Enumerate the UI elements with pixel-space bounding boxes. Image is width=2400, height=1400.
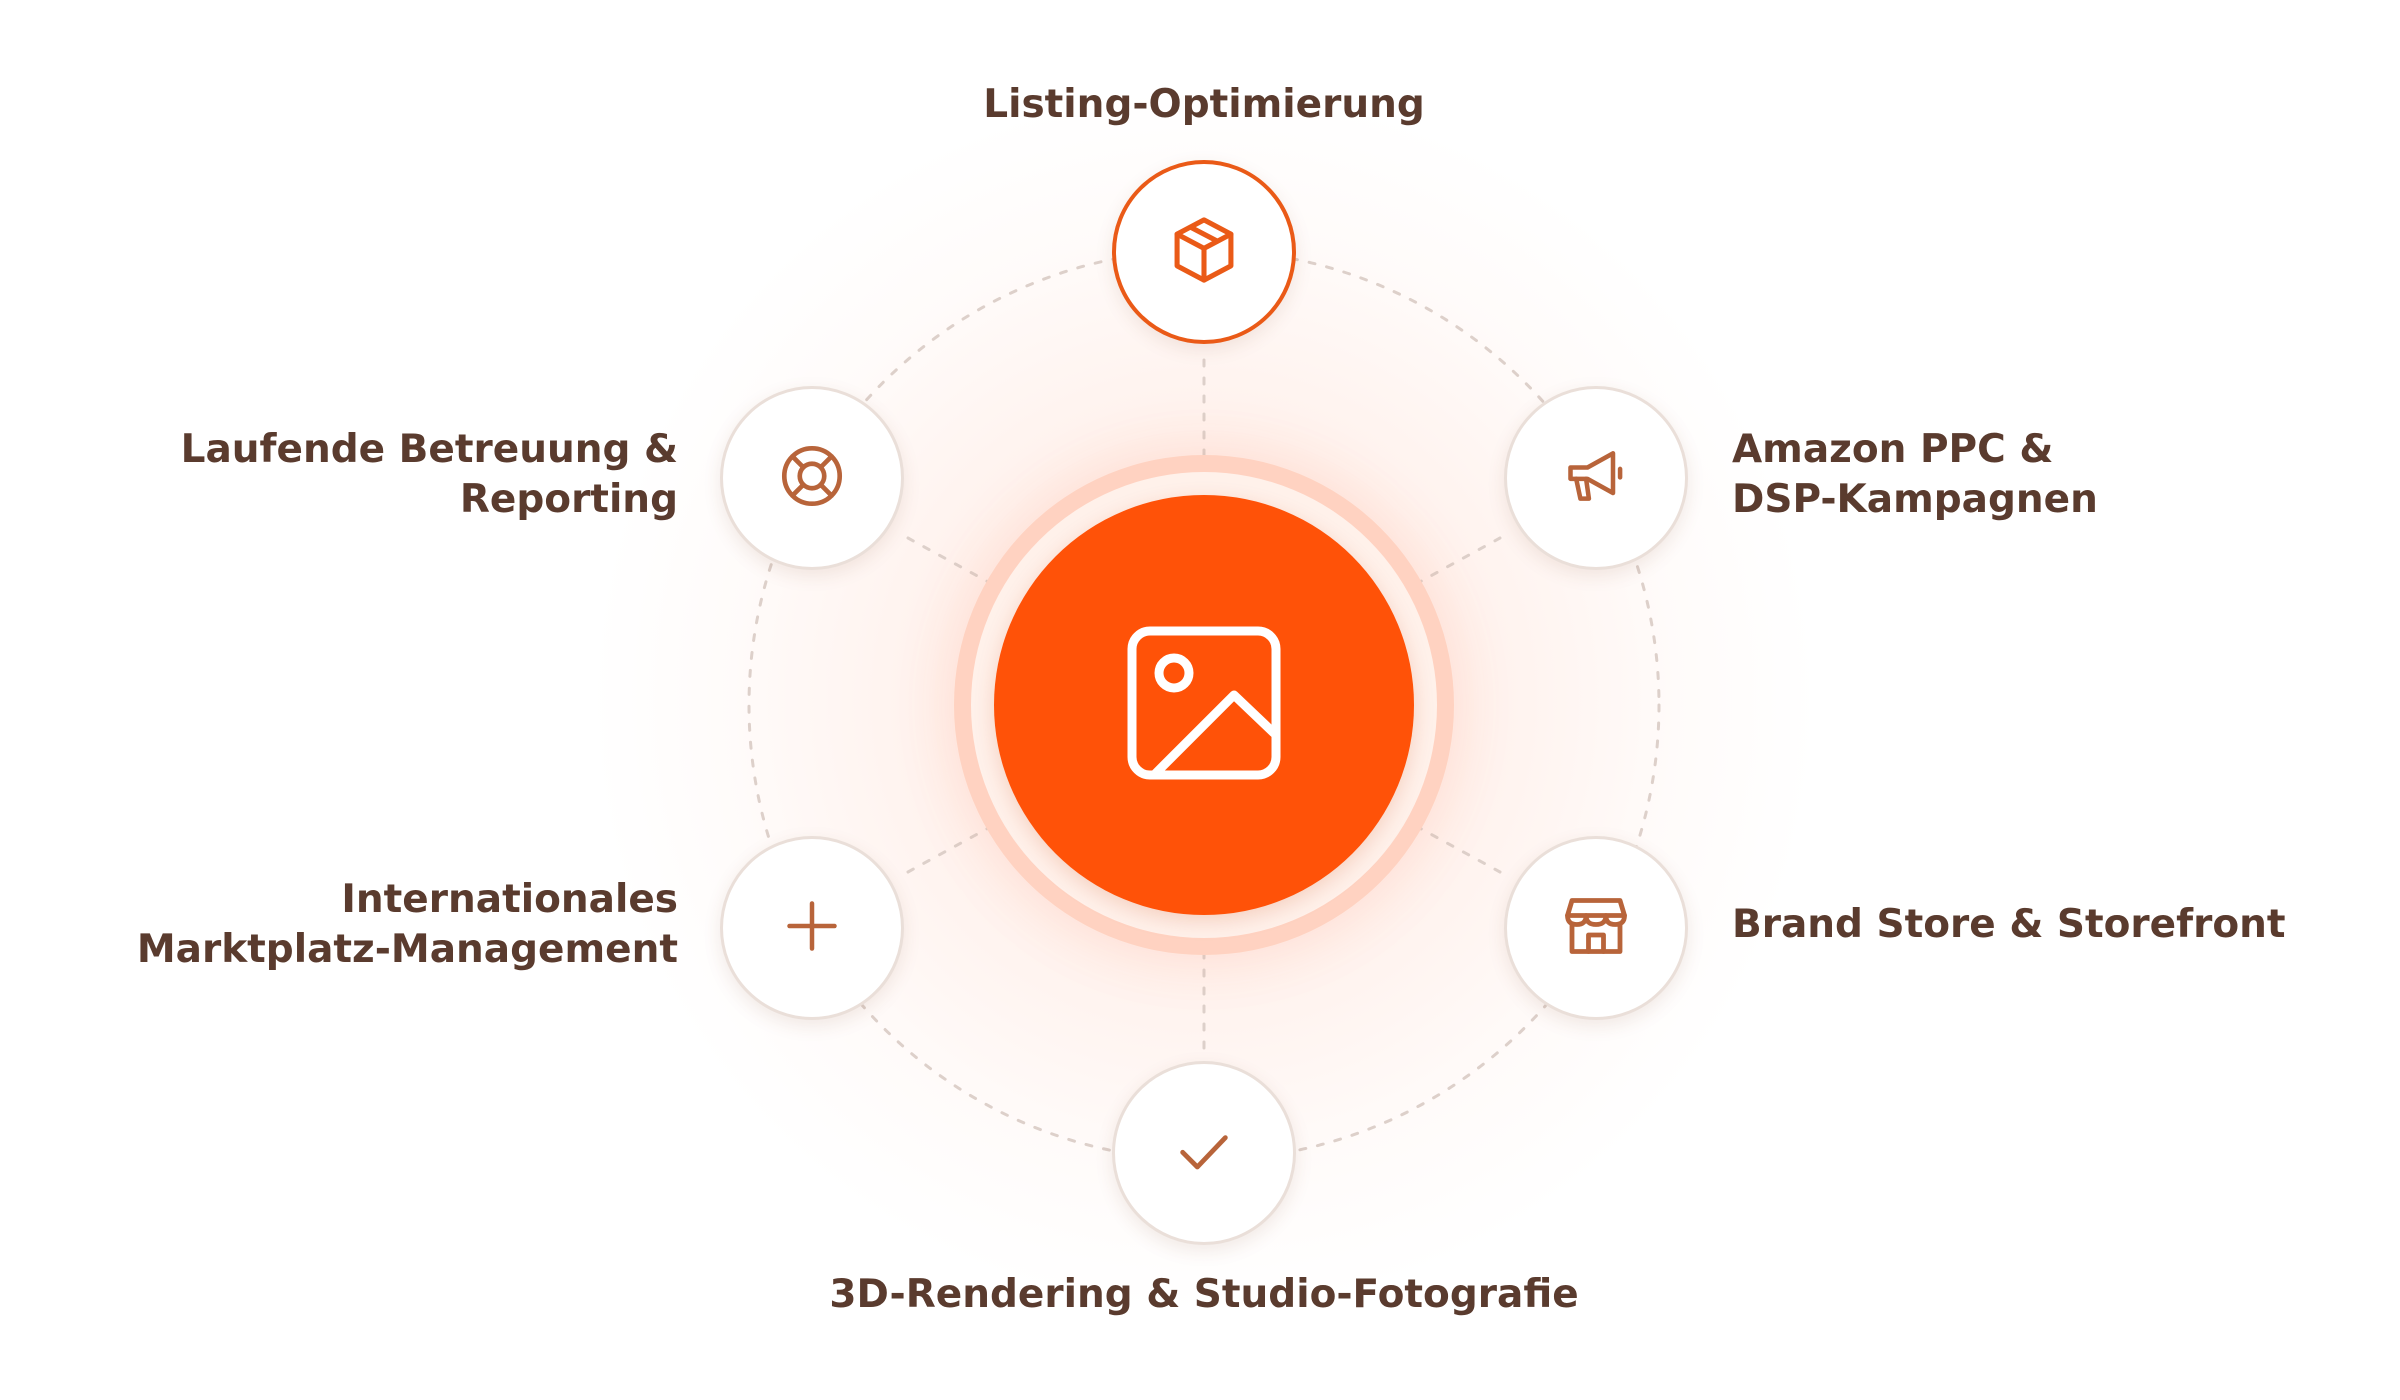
label-line: Internationales	[341, 877, 678, 922]
spoke-upper-right	[1414, 536, 1502, 586]
label-internationales: Internationales Marktplatz-Management	[137, 875, 678, 975]
label-line: Listing-Optimierung	[983, 82, 1425, 127]
label-amazon-ppc: Amazon PPC & DSP-Kampagnen	[1732, 425, 2098, 525]
label-line: Brand Store & Storefront	[1732, 902, 2286, 947]
label-laufende-betreuung: Laufende Betreuung & Reporting	[181, 425, 678, 525]
label-line: 3D-Rendering & Studio-Fotografie	[829, 1272, 1579, 1317]
node-laufende-betreuung[interactable]	[720, 386, 904, 570]
node-amazon-ppc[interactable]	[1504, 386, 1688, 570]
spoke-lower-right	[1414, 824, 1502, 874]
storefront-icon	[1560, 890, 1632, 966]
label-line: Amazon PPC &	[1732, 427, 2054, 472]
spoke-lower-left	[906, 824, 994, 874]
image-icon	[1124, 623, 1284, 787]
plus-icon	[782, 896, 842, 960]
label-line: Marktplatz-Management	[136, 927, 678, 972]
node-internationales[interactable]	[720, 836, 904, 1020]
label-3d-rendering: 3D-Rendering & Studio-Fotografie	[829, 1270, 1578, 1320]
label-line: Reporting	[459, 477, 678, 522]
label-line: Laufende Betreuung &	[180, 427, 678, 472]
label-listing-optimierung: Listing-Optimierung	[983, 80, 1425, 130]
lifebuoy-icon	[777, 441, 847, 515]
spoke-upper-left	[906, 536, 994, 586]
package-box-icon	[1166, 212, 1242, 292]
megaphone-icon	[1562, 442, 1630, 514]
label-line: DSP-Kampagnen	[1732, 477, 2098, 522]
node-3d-rendering[interactable]	[1112, 1061, 1296, 1245]
checkmark-icon	[1172, 1119, 1236, 1187]
label-brand-store: Brand Store & Storefront	[1732, 900, 2286, 950]
node-listing-optimierung[interactable]	[1112, 160, 1296, 344]
center-hub[interactable]	[994, 495, 1414, 915]
node-brand-store[interactable]	[1504, 836, 1688, 1020]
